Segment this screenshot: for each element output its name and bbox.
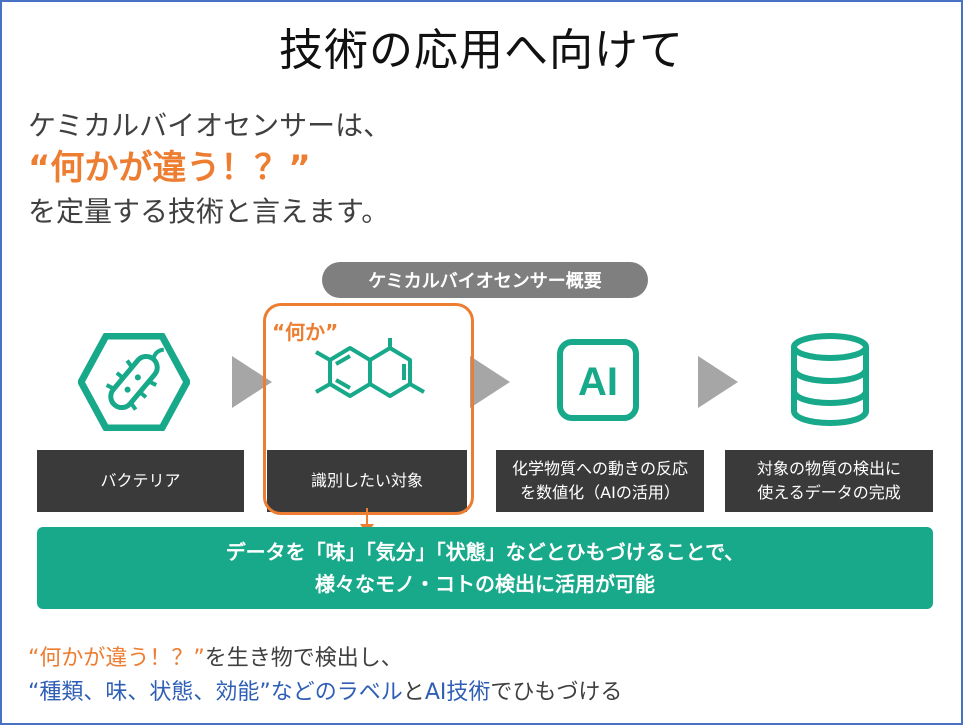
step-label: を数値化（AIの活用）: [520, 483, 680, 502]
bottom-line-2: “種類、味、状態、効能”などのラベルとAI技術でひもづける: [28, 674, 622, 706]
bacteria-icon: [78, 333, 190, 431]
intro-line-3: を定量する技術と言えます。: [28, 195, 390, 228]
molecule-icon: [315, 338, 425, 398]
step-label: 対象の物質の検出に: [756, 459, 901, 478]
database-icon: [791, 333, 869, 427]
step-box-data: 対象の物質の検出に 使えるデータの完成: [725, 450, 933, 512]
step-box-target: 識別したい対象: [267, 450, 467, 512]
summary-line-2: 様々なモノ・コトの検出に活用が可能: [315, 572, 655, 596]
bottom-text: を生き物で検出し、: [204, 646, 403, 671]
step-label: 化学物質への動きの反応: [511, 459, 688, 478]
down-arrow-line: [366, 508, 368, 528]
flow-arrow: [698, 356, 738, 408]
step-box-ai: 化学物質への動きの反応 を数値化（AIの活用）: [496, 450, 704, 512]
bottom-text: と: [402, 680, 425, 705]
ai-chip-text: AI: [578, 360, 618, 404]
flow-arrow: [470, 356, 510, 408]
bottom-line-1: “何かが違う！？”を生き物で検出し、: [28, 640, 403, 672]
overview-pill-label: ケミカルバイオセンサー概要: [368, 271, 602, 292]
intro-line-1: ケミカルバイオセンサーは、: [28, 109, 392, 142]
bottom-labels: “種類、味、状態、効能”などのラベル: [28, 680, 403, 705]
overview-pill: ケミカルバイオセンサー概要: [322, 262, 648, 298]
highlight-frame: [263, 303, 474, 515]
summary-line-1: データを「味」「気分」「状態」などとひもづけることで、: [225, 540, 745, 564]
intro-emphasis: “何かが違う！？”: [28, 148, 311, 188]
bottom-ai: AI技術: [424, 680, 491, 705]
slide-title: 技術の応用へ向けて: [279, 25, 684, 76]
ai-chip-icon: AI: [557, 339, 639, 421]
highlight-label: “何か”: [272, 320, 339, 344]
bottom-emphasis: “何かが違う！？”: [28, 646, 205, 671]
summary-banner: データを「味」「気分」「状態」などとひもづけることで、 様々なモノ・コトの検出に…: [37, 527, 933, 609]
step-box-bacteria: バクテリア: [37, 450, 244, 512]
step-label: 識別したい対象: [310, 471, 423, 490]
bottom-text: でひもづける: [490, 680, 623, 705]
step-label: 使えるデータの完成: [757, 483, 901, 502]
step-label: バクテリア: [100, 471, 181, 490]
